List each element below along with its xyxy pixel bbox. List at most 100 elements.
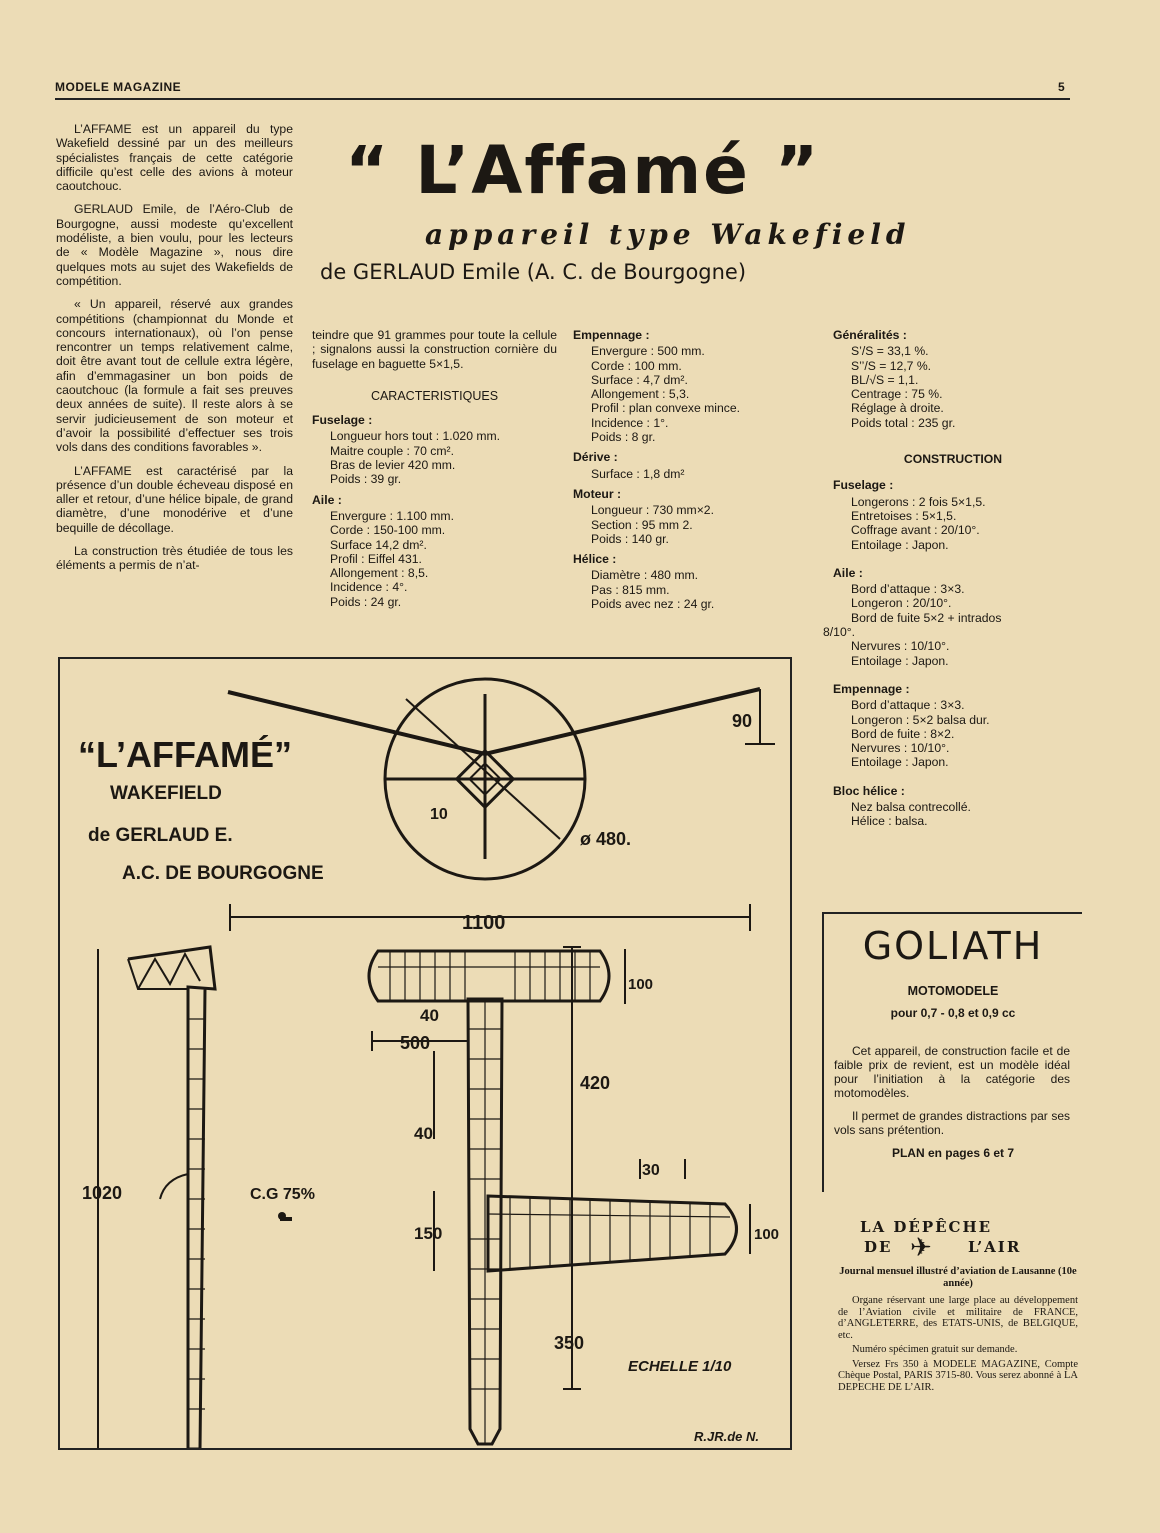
depeche-logo-line1: LA DÉPÊCHE — [860, 1218, 993, 1236]
depeche-logo-line2: DE — [864, 1238, 893, 1256]
spec-line: Entretoises : 5×1,5. — [851, 508, 957, 523]
spec-line: Envergure : 500 mm. — [591, 344, 705, 359]
bloc-helice-heading: Bloc hélice : — [833, 783, 905, 798]
intro-continuation: teindre que 91 grammes pour toute la cel… — [312, 328, 557, 371]
dim-40a: 40 — [420, 1006, 439, 1025]
goliath-p1: Cet appareil, de construction facile et … — [834, 1044, 1070, 1100]
aile-construction-heading: Aile : — [833, 565, 863, 580]
wing-front-view — [227, 687, 761, 757]
drawing-author: de GERLAUD E. — [88, 825, 233, 846]
spec-line: Poids : 24 gr. — [330, 594, 402, 609]
wing-ribs — [487, 1197, 731, 1270]
dim-90: 90 — [732, 711, 752, 731]
spec-line: Corde : 150-100 mm. — [330, 523, 446, 538]
empennage-construction-heading: Empennage : — [833, 681, 910, 696]
fuselage-side-bays — [188, 1018, 205, 1410]
spec-line: BL/√S = 1,1. — [851, 372, 919, 387]
magazine-name: MODELE MAGAZINE — [55, 80, 182, 94]
depeche-tagline: Journal mensuel illustré d’aviation de L… — [839, 1266, 1077, 1289]
spec-line: Profil : Eiffel 431. — [330, 551, 422, 566]
intro-column: L’AFFAME est un appareil du type Wakefie… — [56, 122, 293, 582]
construction-heading: CONSTRUCTION — [903, 452, 1003, 467]
page-number: 5 — [1058, 80, 1066, 94]
specs-column-3: Empennage : Envergure : 500 mm. Corde : … — [573, 328, 798, 611]
spec-line: Surface : 1,8 dm² — [591, 466, 685, 481]
intro-p3: « Un appareil, réservé aux grandes compé… — [56, 297, 293, 455]
dim-prop: ø 480. — [580, 829, 631, 849]
prop-axis — [385, 694, 585, 859]
goliath-p2: Il permet de grandes distractions par se… — [834, 1109, 1070, 1137]
goliath-ad: GOLIATH MOTOMODELE pour 0,7 - 0,8 et 0,9… — [822, 912, 1082, 1192]
article-title: “ L’Affamé ” — [345, 132, 821, 209]
spec-line: Nervures : 10/10°. — [851, 741, 950, 756]
spec-line: Profil : plan convexe mince. — [591, 401, 741, 416]
intro-p4: L’AFFAME est caractérisé par la présence… — [56, 463, 293, 535]
spec-line: Allongement : 5,3. — [591, 387, 690, 402]
spec-line: Surface 14,2 dm². — [330, 537, 427, 552]
spec-line: Corde : 100 mm. — [591, 358, 682, 373]
spec-line: Entoilage : Japon. — [851, 537, 949, 552]
spec-line: Entoilage : Japon. — [851, 653, 949, 668]
spec-line: Poids : 39 gr. — [330, 472, 402, 487]
goliath-name: GOLIATH — [862, 924, 1044, 968]
dim-420-350-line — [563, 946, 581, 1390]
moteur-heading: Moteur : — [573, 486, 622, 501]
spec-line: S’/S = 33,1 %. — [851, 344, 929, 359]
spec-line: Bord de fuite 5×2 + intrados — [851, 610, 1002, 625]
drawing-title: “L’AFFAMÉ” — [78, 734, 292, 775]
dim-30: 30 — [642, 1162, 660, 1179]
spec-line: Maitre couple : 70 cm². — [330, 443, 454, 458]
caracteristiques-heading: CARACTERISTIQUES — [370, 388, 499, 403]
generalites-heading: Généralités : — [833, 328, 907, 342]
depeche-logo-line3: L’AIR — [968, 1238, 1022, 1256]
dim-100a: 100 — [628, 976, 653, 993]
intro-p2: GERLAUD Emile, de l’Aéro-Club de Bourgog… — [56, 202, 293, 288]
spec-line: Hélice : balsa. — [851, 814, 928, 829]
spec-line: Envergure : 1.100 mm. — [330, 508, 454, 523]
dim-350: 350 — [554, 1333, 584, 1353]
dim-span: 1100 — [462, 912, 505, 934]
depeche-p2: Numéro spécimen gratuit sur demande. — [852, 1344, 1018, 1355]
spec-line: Centrage : 75 %. — [851, 387, 943, 402]
scale-label: ECHELLE 1/10 — [628, 1358, 732, 1375]
depeche-logo-row: DE ✈ L’AIR — [838, 1232, 1078, 1262]
dim-150: 150 — [414, 1224, 442, 1243]
fin-side-view — [127, 951, 201, 990]
drawing-club: A.C. DE BOURGOGNE — [122, 863, 324, 884]
goliath-plan: PLAN en pages 6 et 7 — [891, 1146, 1015, 1160]
dim-10: 10 — [430, 806, 448, 823]
spec-line: Bord de fuite : 8×2. — [851, 726, 955, 741]
stabilizer-planform — [367, 949, 611, 1003]
dim-100b: 100 — [754, 1226, 779, 1243]
fuselage-planform — [466, 997, 504, 1446]
drawing-subtitle: WAKEFIELD — [110, 783, 222, 804]
spec-line: Nez balsa contrecollé. — [851, 800, 971, 815]
fuselage-construction-heading: Fuselage : — [833, 478, 894, 493]
spec-line: Diamètre : 480 mm. — [591, 568, 699, 583]
nose-block — [159, 1172, 189, 1219]
intro-p1: L’AFFAME est un appareil du type Wakefie… — [56, 122, 293, 194]
cg-label: C.G 75% — [250, 1186, 315, 1203]
spec-line: Incidence : 1°. — [591, 415, 669, 430]
goliath-text: Cet appareil, de construction facile et … — [834, 1044, 1070, 1137]
spec-line: Poids avec nez : 24 gr. — [591, 597, 715, 612]
spec-line: Poids : 140 gr. — [591, 531, 669, 546]
specs-column-4: Généralités : S’/S = 33,1 %. S’’/S = 12,… — [823, 328, 1073, 829]
spec-line: Incidence : 4°. — [330, 580, 408, 595]
dim-500: 500 — [400, 1033, 430, 1053]
goliath-cc: pour 0,7 - 0,8 et 0,9 cc — [890, 1006, 1016, 1020]
cg-dot — [278, 1212, 286, 1220]
header-rule — [55, 98, 1070, 100]
spec-line: Bord d’attaque : 3×3. — [851, 582, 965, 597]
spec-line: Pas : 815 mm. — [591, 582, 670, 597]
article-subtitle: appareil type Wakefield — [425, 218, 911, 251]
spec-line: Poids total : 235 gr. — [851, 415, 956, 430]
fuselage-heading: Fuselage : — [312, 413, 373, 428]
dim-420: 420 — [580, 1073, 610, 1093]
spec-line: Entoilage : Japon. — [851, 755, 949, 770]
depeche-p3: Versez Frs 350 à MODELE MAGAZINE, Compte… — [838, 1358, 1078, 1393]
spec-line: 8/10°. — [823, 625, 855, 640]
spec-line: Poids : 8 gr. — [591, 430, 656, 445]
goliath-type: MOTOMODELE — [907, 984, 999, 998]
fuselage-section-inner — [468, 762, 502, 796]
